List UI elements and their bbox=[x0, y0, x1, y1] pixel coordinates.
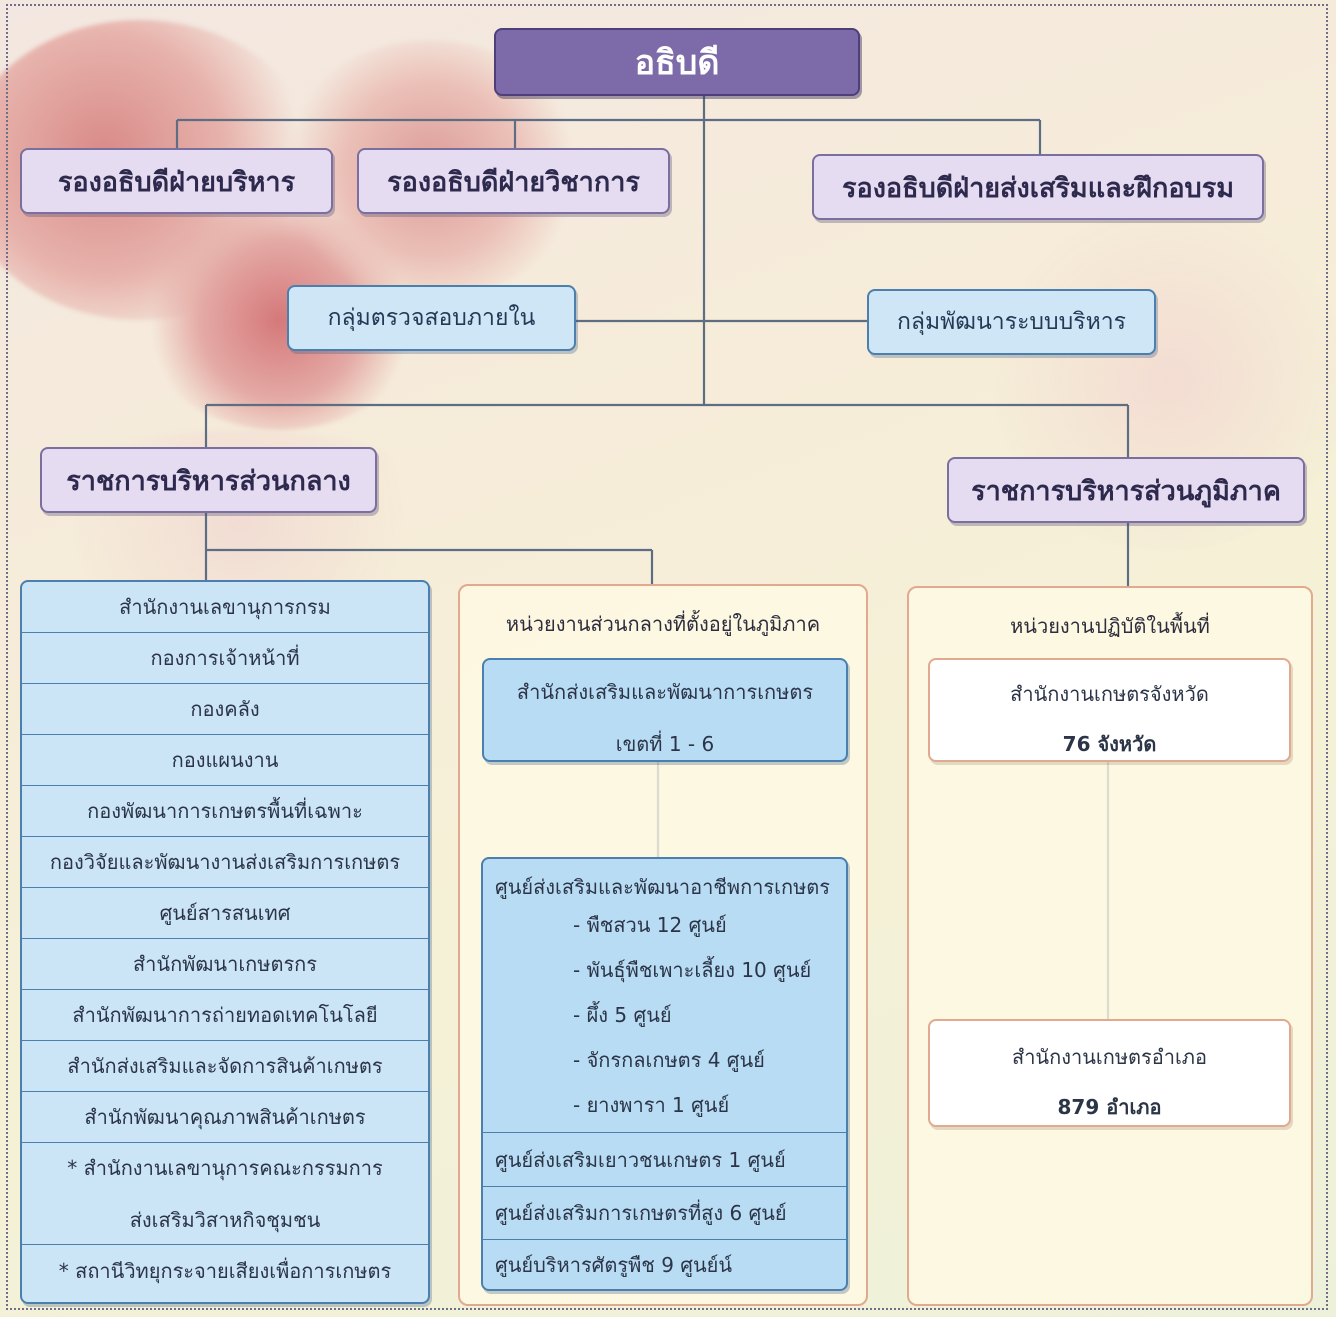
career-center-section: ศูนย์ส่งเสริมและพัฒนาอาชีพการเกษตร - พืช… bbox=[483, 859, 846, 1133]
director-box: อธิบดี bbox=[494, 28, 860, 96]
deputy-administration-box: รองอธิบดีฝ่ายบริหาร bbox=[20, 148, 333, 214]
list-item: สำนักพัฒนาคุณภาพสินค้าเกษตร bbox=[22, 1092, 428, 1143]
deputy-extension-training-box: รองอธิบดีฝ่ายส่งเสริมและฝึกอบรม bbox=[812, 154, 1264, 220]
regional-administration-box: ราชการบริหารส่วนภูมิภาค bbox=[947, 457, 1305, 523]
list-item: สำนักพัฒนาการถ่ายทอดเทคโนโลยี bbox=[22, 990, 428, 1041]
central-units-list: สำนักงานเลขานุการกรม กองการเจ้าหน้าที่ ก… bbox=[20, 580, 430, 1304]
list-item: ศูนย์สารสนเทศ bbox=[22, 888, 428, 939]
deputy-technical-box: รองอธิบดีฝ่ายวิชาการ bbox=[357, 148, 670, 214]
center-item: - พันธุ์พืชเพาะเลี้ยง 10 ศูนย์ bbox=[573, 958, 812, 982]
admin-development-group-box: กลุ่มพัฒนาระบบบริหาร bbox=[867, 289, 1156, 355]
list-item: กองพัฒนาการเกษตรพื้นที่เฉพาะ bbox=[22, 786, 428, 837]
office-line-1: สำนักส่งเสริมและพัฒนาการเกษตร bbox=[516, 680, 814, 704]
panel-title: หน่วยงานส่วนกลางที่ตั้งอยู่ในภูมิภาค bbox=[505, 612, 821, 636]
dotted-frame bbox=[6, 4, 1328, 1310]
office-line-2: เขตที่ 1 - 6 bbox=[615, 732, 715, 756]
province-office-label: สำนักงานเกษตรจังหวัด bbox=[1010, 682, 1209, 706]
center-item: - ยางพารา 1 ศูนย์ bbox=[573, 1093, 730, 1117]
internal-audit-group-box: กลุ่มตรวจสอบภายใน bbox=[287, 285, 576, 351]
career-center-title: ศูนย์ส่งเสริมและพัฒนาอาชีพการเกษตร bbox=[495, 875, 831, 899]
committee-office-line-2: ส่งเสริมวิสาหกิจชุมชน bbox=[129, 1207, 321, 1232]
central-administration-box: ราชการบริหารส่วนกลาง bbox=[40, 447, 377, 513]
panel-title: หน่วยงานปฏิบัติในพื้นที่ bbox=[1010, 614, 1210, 638]
list-item: สำนักส่งเสริมและจัดการสินค้าเกษตร bbox=[22, 1041, 428, 1092]
list-item-radio-station: * สถานีวิทยุกระจายเสียงเพื่อการเกษตร bbox=[58, 1258, 392, 1283]
list-item-committee-office: * สำนักงานเลขานุการคณะกรรมการ ส่งเสริมวิ… bbox=[22, 1143, 428, 1245]
district-office-box: สำนักงานเกษตรอำเภอ 879 อำเภอ bbox=[928, 1019, 1291, 1127]
list-item: กองวิจัยและพัฒนางานส่งเสริมการเกษตร bbox=[22, 837, 428, 888]
committee-office-line-1: * สำนักงานเลขานุการคณะกรรมการ bbox=[67, 1155, 383, 1180]
highland-center-row: ศูนย์ส่งเสริมการเกษตรที่สูง 6 ศูนย์ bbox=[483, 1187, 846, 1240]
youth-center-row: ศูนย์ส่งเสริมเยาวชนเกษตร 1 ศูนย์ bbox=[483, 1133, 846, 1187]
center-item: - ผึ้ง 5 ศูนย์ bbox=[573, 1003, 672, 1027]
province-count: 76 จังหวัด bbox=[1062, 732, 1157, 756]
list-item: กองแผนงาน bbox=[22, 735, 428, 786]
regional-extension-office-box: สำนักส่งเสริมและพัฒนาการเกษตร เขตที่ 1 -… bbox=[482, 658, 848, 762]
centers-box: ศูนย์ส่งเสริมและพัฒนาอาชีพการเกษตร - พืช… bbox=[481, 857, 848, 1291]
pest-center-row: ศูนย์บริหารศัตรูพืช 9 ศูนย์น์ bbox=[495, 1253, 733, 1277]
list-item: กองการเจ้าหน้าที่ bbox=[22, 633, 428, 684]
list-item: สำนักงานเลขานุการกรม bbox=[22, 582, 428, 633]
center-item: - พืชสวน 12 ศูนย์ bbox=[573, 913, 727, 937]
district-count: 879 อำเภอ bbox=[1057, 1095, 1162, 1119]
district-office-label: สำนักงานเกษตรอำเภอ bbox=[1011, 1045, 1208, 1069]
province-office-box: สำนักงานเกษตรจังหวัด 76 จังหวัด bbox=[928, 658, 1291, 762]
list-item: สำนักพัฒนาเกษตรกร bbox=[22, 939, 428, 990]
center-item: - จักรกลเกษตร 4 ศูนย์ bbox=[573, 1048, 765, 1072]
list-item: กองคลัง bbox=[22, 684, 428, 735]
